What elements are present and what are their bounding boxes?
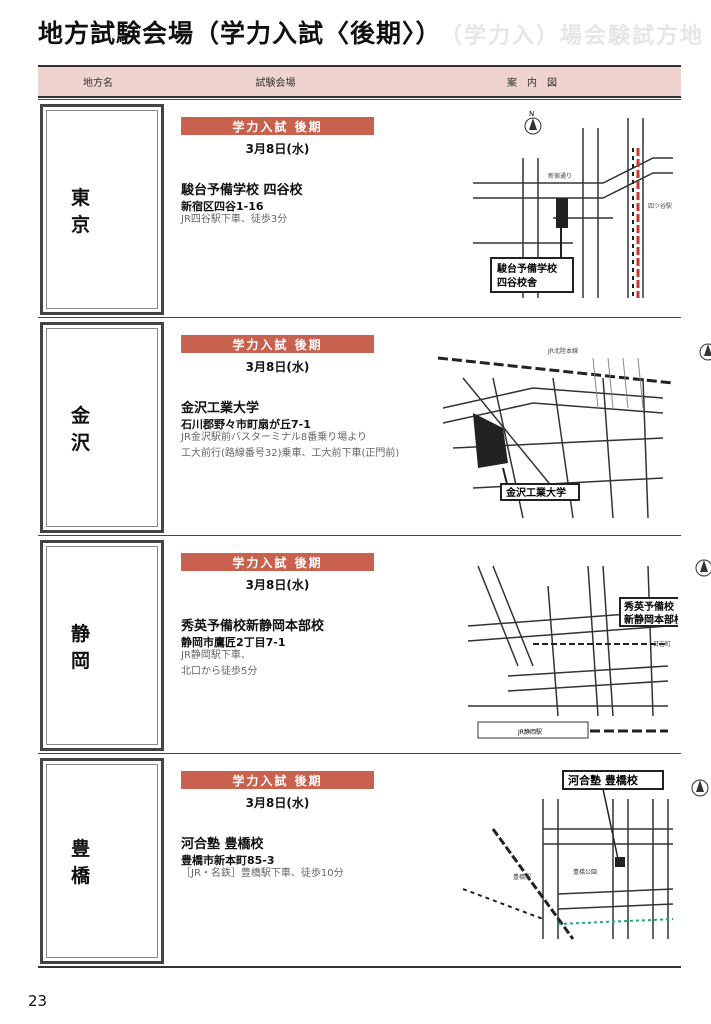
venue-address: 豊橋市新本町85-3: [181, 854, 275, 867]
map-tokyo: N 駿台予備学校 四谷校舎 新宿通り 四ツ谷駅: [473, 110, 673, 298]
map-label: JR北陸本線: [547, 347, 578, 355]
city-name: 金沢: [71, 404, 119, 454]
table-bottom-rule: [38, 966, 681, 968]
map-toyohashi: 河合塾 豊橋校 豊橋駅 豊橋公園: [462, 770, 674, 940]
exam-date: 3月8日(水): [245, 578, 310, 592]
map-kanazawa: 金沢工業大学 JR北陸本線: [437, 347, 674, 519]
exam-date: 3月8日(水): [245, 142, 310, 156]
exam-tag: 学力入試 後期: [181, 335, 374, 353]
map-label: JR静岡駅: [517, 728, 542, 736]
exam-date: 3月8日(水): [245, 796, 310, 810]
map-label: 豊橋公園: [573, 868, 597, 876]
venue-access: JR静岡駅下車、 北口から徒歩5分: [181, 650, 258, 677]
venue-address: 静岡市鷹匠2丁目7-1: [181, 636, 286, 649]
header-region: 地方名: [83, 78, 113, 89]
map-label: 四ツ谷駅: [648, 202, 672, 210]
map-label: 豊橋駅: [513, 873, 531, 881]
header-venue: 試験会場: [255, 78, 296, 89]
page-title: 地方試験会場（学力入試〈後期〉）: [38, 19, 442, 48]
city-box: 豊橋: [40, 758, 164, 964]
venue-block-toyohashi: 豊橋 学力入試 後期 3月8日(水) 河合塾 豊橋校 豊橋市新本町85-3 ［J…: [38, 753, 709, 967]
venue-name: 秀英予備校新静岡本部校: [181, 619, 325, 634]
map-callout-line1: 河合塾 豊橋校: [568, 773, 639, 787]
bleed-through-text: （学力入）場会験試方地: [440, 24, 705, 49]
venue-block-kanazawa: 金沢 学力入試 後期 3月8日(水) 金沢工業大学 石川郡野々市町扇が丘7-1 …: [38, 317, 711, 536]
exam-tag: 学力入試 後期: [181, 771, 374, 789]
venue-name: 駿台予備学校 四谷校: [181, 183, 303, 198]
city-box: 東京: [40, 104, 164, 315]
venue-block-shizuoka: 静岡 学力入試 後期 3月8日(水) 秀英予備校新静岡本部校 静岡市鷹匠2丁目7…: [38, 535, 711, 754]
map-callout-line1: 秀英予備校: [623, 600, 675, 613]
map-callout-line2: 新静岡本部校: [624, 613, 678, 626]
table-header: 地方名 試験会場 案内図: [38, 65, 681, 98]
north-mark: N: [529, 110, 534, 118]
map-label: 日吉町: [653, 641, 671, 648]
map-callout-line2: 四谷校舎: [497, 276, 538, 289]
map-shizuoka: JR静岡駅 秀英予備校 新静岡本部校 日吉町: [467, 565, 678, 739]
venue-access: ［JR・名鉄］豊橋駅下車、徒歩10分: [181, 868, 344, 879]
header-map: 案内図: [507, 78, 567, 89]
map-callout-line1: 金沢工業大学: [505, 486, 566, 499]
city-name: 豊橋: [71, 838, 119, 887]
exam-tag: 学力入試 後期: [181, 117, 374, 135]
venue-access: JR金沢駅前バスターミナル8番乗り場より 工大前行(路線番号32)乗車、工大前下…: [181, 432, 400, 459]
venue-address: 新宿区四谷1-16: [181, 200, 264, 213]
city-box: 静岡: [40, 540, 164, 751]
map-callout-line1: 駿台予備学校: [497, 262, 558, 275]
city-name: 静岡: [71, 622, 119, 672]
north-icon: [691, 779, 709, 797]
venue-block-tokyo: 東京 学力入試 後期 3月8日(水) 駿台予備学校 四谷校 新宿区四谷1-16 …: [38, 99, 681, 318]
city-name: 東京: [71, 186, 119, 236]
exam-date: 3月8日(水): [245, 360, 310, 374]
venue-name: 金沢工業大学: [181, 401, 260, 416]
north-icon: [695, 559, 711, 577]
map-label: 新宿通り: [548, 172, 572, 180]
venue-name: 河合塾 豊橋校: [181, 837, 264, 852]
exam-tag: 学力入試 後期: [181, 553, 374, 571]
city-box: 金沢: [40, 322, 164, 533]
page-number: 23: [28, 992, 48, 1010]
venue-address: 石川郡野々市町扇が丘7-1: [181, 418, 311, 431]
venue-access: JR四谷駅下車、徒歩3分: [181, 214, 288, 225]
north-icon: [699, 343, 711, 361]
